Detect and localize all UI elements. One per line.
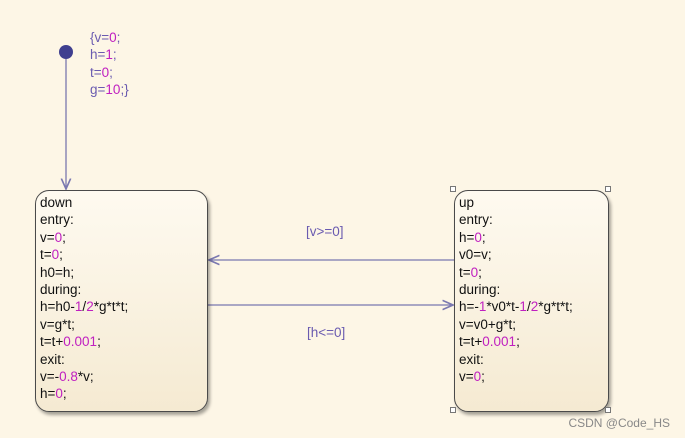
state-down-action-line: entry: xyxy=(40,212,74,228)
state-down-action-line: v=0; xyxy=(40,229,66,245)
transition-label-h-le-0[interactable]: [h<=0] xyxy=(307,325,346,340)
selection-handle-bl[interactable] xyxy=(450,407,456,413)
state-down[interactable]: down entry:v=0; t=0;h0=h; during:h=h0-1/2*g… xyxy=(35,190,208,412)
state-up-action-line: t=0; xyxy=(459,264,482,280)
default-transition-dot[interactable] xyxy=(59,45,73,59)
state-up-action-line: exit: xyxy=(459,351,484,367)
state-up[interactable]: up entry:h=0; v0=v;t=0; during:h=-1*v0*t-1/… xyxy=(454,190,609,412)
state-down-action-line: exit: xyxy=(40,351,65,367)
selection-handle-br[interactable] xyxy=(605,407,611,413)
state-down-action-line: t=0; xyxy=(40,247,63,263)
initial-action-line: {v=0; xyxy=(90,30,121,45)
state-up-action-line: h=-1*v0*t-1/2*g*t*t; xyxy=(459,299,573,315)
initial-action: {v=0; h=1;t=0; g=10;} xyxy=(90,29,129,99)
state-down-action-line: v=g*t; xyxy=(40,316,75,332)
state-up-action-line: v=v0+g*t; xyxy=(459,316,517,332)
state-up-action-line: v0=v; xyxy=(459,247,492,263)
initial-action-line: h=1; xyxy=(90,47,117,63)
state-down-action-line: v=-0.8*v; xyxy=(40,369,94,385)
initial-action-line: t=0; xyxy=(90,64,113,80)
state-up-action-line: v=0; xyxy=(459,369,485,385)
watermark: CSDN @Code_HS xyxy=(568,416,670,430)
state-down-action-line: h=h0-1/2*g*t*t; xyxy=(40,299,129,315)
selection-handle-tl[interactable] xyxy=(450,186,456,192)
state-up-action-line: entry: xyxy=(459,212,493,228)
state-down-name: down xyxy=(40,195,73,210)
state-up-action-line: during: xyxy=(459,282,501,298)
state-up-action-line: h=0; xyxy=(459,229,486,245)
state-down-action-line: during: xyxy=(40,282,82,298)
state-down-action-line: h=0; xyxy=(40,386,67,402)
transition-label-v-ge-0[interactable]: [v>=0] xyxy=(306,224,344,239)
state-up-name: up xyxy=(459,195,475,210)
selection-handle-tr[interactable] xyxy=(605,186,611,192)
state-down-action-line: h0=h; xyxy=(40,264,75,280)
state-down-action-line: t=t+0.001; xyxy=(40,334,101,350)
state-up-action-line: t=t+0.001; xyxy=(459,334,520,350)
initial-action-line: g=10;} xyxy=(90,82,129,98)
